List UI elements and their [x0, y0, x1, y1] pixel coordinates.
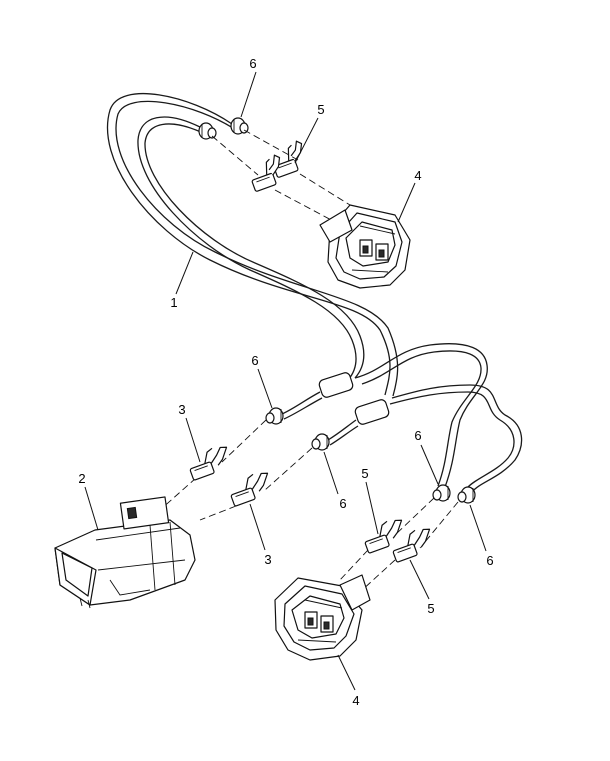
top-terminals: [251, 140, 303, 192]
seal-mid-left: [265, 407, 284, 425]
connector-bottom: [274, 574, 371, 661]
terminal-top-left: [251, 154, 281, 192]
callout-2: 2: [78, 471, 85, 486]
top-seals: [198, 117, 249, 140]
seal-top-right: [230, 117, 249, 135]
terminal-left-upper: [189, 446, 228, 481]
callout-5-top: 5: [317, 102, 324, 117]
callout-1: 1: [170, 295, 177, 310]
callout-4-top: 4: [414, 168, 421, 183]
seal-right-lower: [457, 486, 476, 504]
seal-top-left: [198, 122, 217, 140]
wire-harness: [106, 92, 523, 493]
seal-right-upper: [432, 484, 451, 502]
callout-labels: 6 5 4 1 6 3 2 6 3 6 5 6 5 4: [78, 56, 493, 708]
connector-left: [54, 496, 196, 609]
callout-6-center: 6: [339, 496, 346, 511]
leader-lines: [84, 71, 487, 691]
terminal-right-right: [392, 528, 431, 563]
connector-top: [319, 204, 411, 289]
callout-4-bottom: 4: [352, 693, 359, 708]
callout-3-upper: 3: [178, 402, 185, 417]
callout-6-mid: 6: [251, 353, 258, 368]
callout-5-lower-right: 5: [427, 601, 434, 616]
seal-center: [311, 433, 330, 451]
callout-6-right-lower: 6: [486, 553, 493, 568]
callout-5-lower-left: 5: [361, 466, 368, 481]
callout-6-right-upper: 6: [414, 428, 421, 443]
callout-6-top: 6: [249, 56, 256, 71]
callout-3-lower: 3: [264, 552, 271, 567]
